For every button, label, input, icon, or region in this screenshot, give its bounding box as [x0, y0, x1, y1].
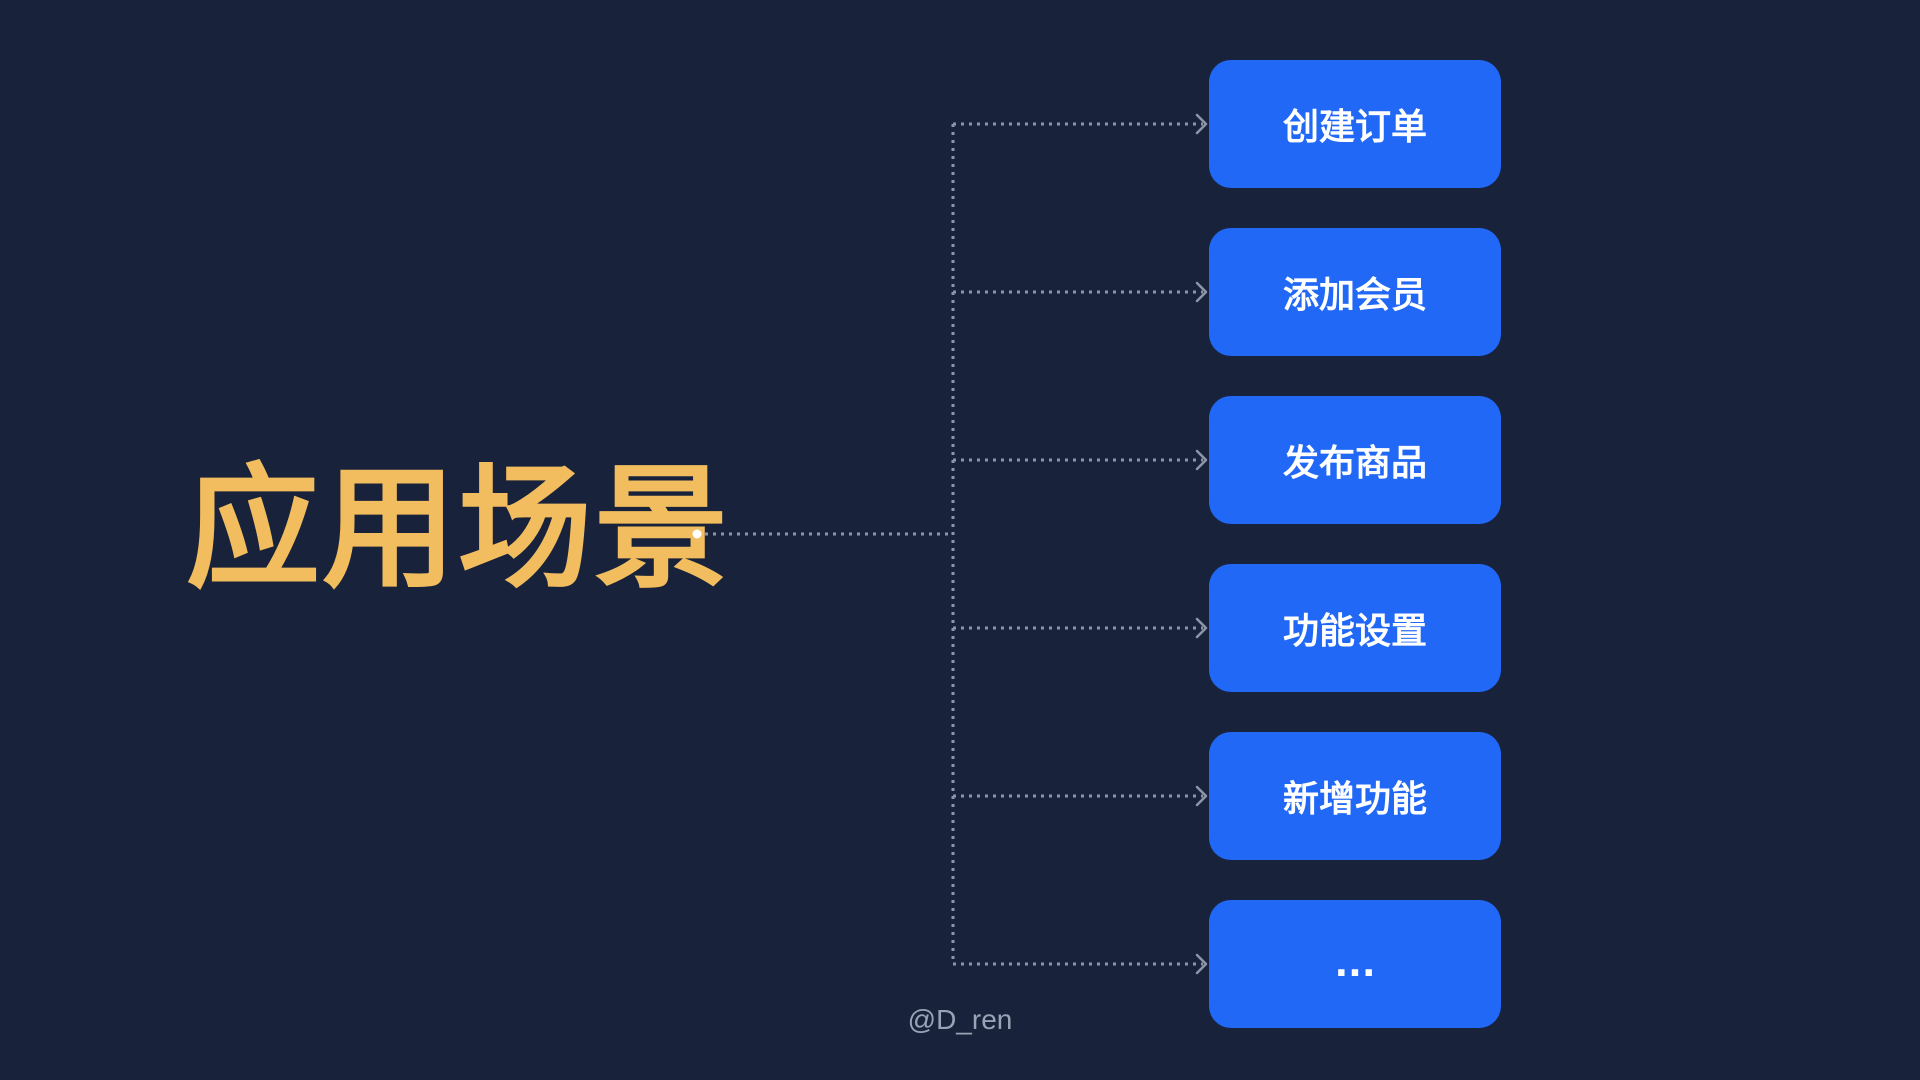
arrowhead-2 [1195, 281, 1208, 303]
diagram-title: 应用场景 [186, 451, 731, 607]
node-create-order: 创建订单 [1209, 60, 1501, 188]
node-add-member: 添加会员 [1209, 228, 1501, 356]
author-credit: @D_ren [907, 1004, 1013, 1035]
node-feature-settings: 功能设置 [1209, 564, 1501, 692]
node-publish-product: 发布商品 [1209, 396, 1501, 524]
arrowhead-3 [1195, 449, 1208, 471]
arrowhead-4 [1195, 617, 1208, 639]
node-new-feature: 新增功能 [1209, 732, 1501, 860]
root-anchor-dot [692, 529, 702, 539]
arrowhead-5 [1195, 785, 1208, 807]
node-more: ... [1209, 900, 1501, 1028]
arrowhead-1 [1195, 113, 1208, 135]
arrowhead-6 [1195, 953, 1208, 975]
